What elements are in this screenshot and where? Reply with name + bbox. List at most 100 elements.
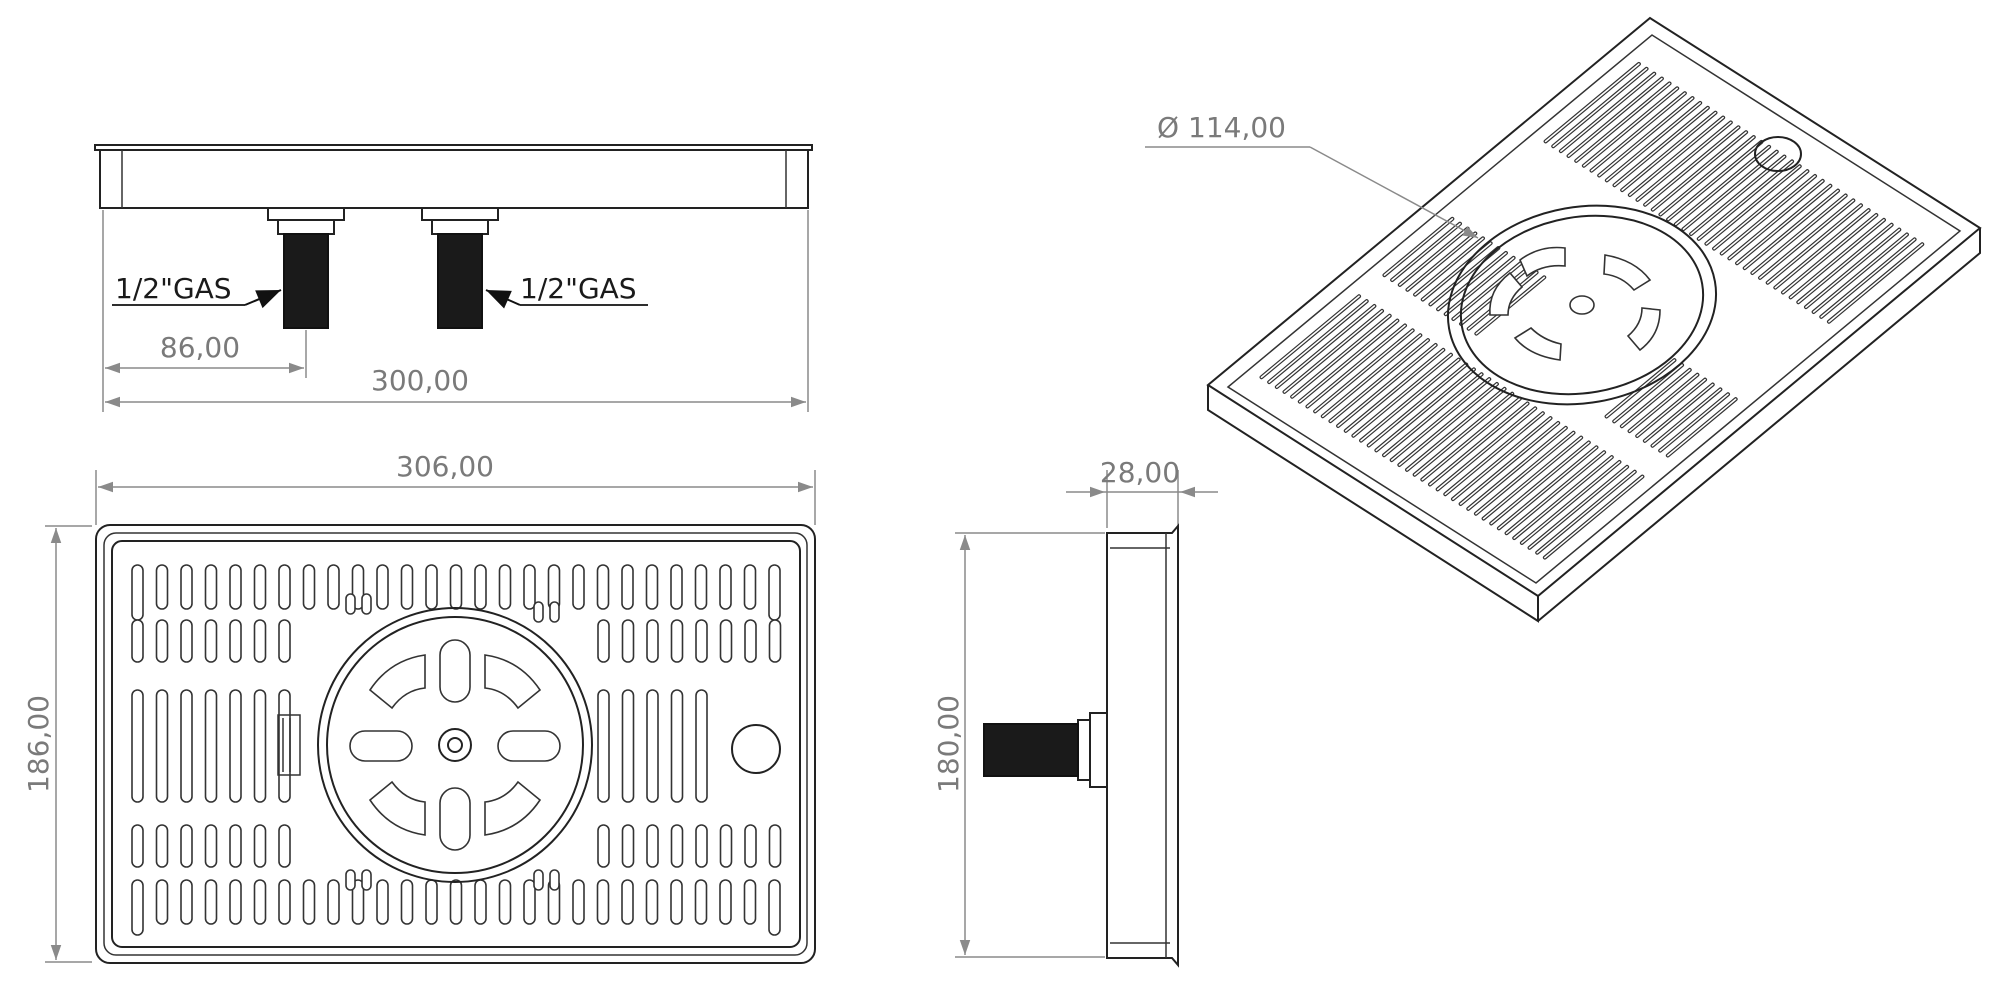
grate-slot xyxy=(597,824,610,868)
grate-slot xyxy=(670,824,684,868)
grate-slot xyxy=(744,619,757,663)
dimension-depth: 180,00 xyxy=(932,532,1105,958)
grate-slot xyxy=(597,689,610,803)
front-view: 1/2"GAS 1/2"GAS 86,00 300,00 xyxy=(94,144,813,412)
iso-slot xyxy=(1314,329,1414,413)
dimension-width-value: 186,00 xyxy=(22,695,55,793)
grate-slot xyxy=(719,879,732,925)
grate-slot xyxy=(621,879,634,925)
iso-slot xyxy=(1367,363,1468,447)
grate-slot xyxy=(596,564,610,610)
grate-slot xyxy=(670,564,683,610)
grate-slot xyxy=(694,564,708,610)
grate-slot xyxy=(155,689,169,803)
iso-slot xyxy=(1667,141,1763,221)
iso-slot xyxy=(1575,82,1671,162)
grate-slot xyxy=(670,879,683,925)
iso-slot xyxy=(1598,97,1694,177)
grate-slot xyxy=(376,564,389,610)
grate-slot xyxy=(719,619,733,663)
dimension-pitch: 86,00 xyxy=(102,210,307,412)
grate-slot xyxy=(474,879,487,925)
grate-slot xyxy=(155,824,169,868)
iso-slot xyxy=(1521,461,1621,544)
dimension-width: 186,00 xyxy=(22,525,92,963)
iso-slot xyxy=(1452,417,1552,500)
grate-slot xyxy=(180,879,193,925)
dimension-depth-value: 180,00 xyxy=(932,695,965,793)
iso-slot xyxy=(1606,102,1701,182)
iso-slot xyxy=(1436,407,1536,491)
grate-slot xyxy=(204,619,218,663)
grate-slot xyxy=(229,564,242,610)
iso-slot xyxy=(1828,243,1924,323)
iso-slot xyxy=(1636,378,1706,437)
iso-slot xyxy=(1283,310,1383,393)
iso-slot xyxy=(1444,412,1544,496)
side-view: 28,00 180,00 xyxy=(932,456,1218,968)
side-body xyxy=(1106,523,1179,968)
grate-slot xyxy=(131,824,144,868)
iso-drain xyxy=(1446,204,1718,406)
grate-slot xyxy=(131,564,144,621)
iso-slot xyxy=(1751,194,1847,274)
iso-slot xyxy=(1383,373,1483,457)
fitting-shadow xyxy=(277,714,301,776)
grate-slot xyxy=(425,564,438,610)
grate-slot xyxy=(572,564,585,610)
iso-slot xyxy=(1644,126,1740,206)
grate-slot xyxy=(400,879,414,925)
iso-slot xyxy=(1629,116,1724,196)
iso-slot xyxy=(1291,314,1391,398)
iso-slot xyxy=(1475,431,1575,515)
iso-slot xyxy=(1659,136,1755,216)
grate-slots xyxy=(131,564,782,936)
iso-slot xyxy=(1299,319,1399,403)
iso-slot xyxy=(1789,219,1885,299)
grate-slot xyxy=(572,879,585,925)
iso-slot xyxy=(1651,388,1722,447)
grate-slot xyxy=(180,824,193,868)
iso-slot xyxy=(1567,77,1663,157)
grate-slot xyxy=(498,564,512,610)
iso-slot xyxy=(1360,358,1460,442)
grate-slot xyxy=(695,619,708,663)
iso-slot xyxy=(1544,475,1644,559)
grate-slot xyxy=(253,619,267,663)
grate-slot xyxy=(768,824,782,868)
grate-slot xyxy=(180,564,193,610)
grate-slot xyxy=(278,824,291,868)
grate-slot xyxy=(131,619,144,663)
iso-slot xyxy=(1406,388,1506,471)
iso-slot xyxy=(1705,165,1801,245)
iso-slot xyxy=(1613,107,1709,187)
grate-slot xyxy=(253,879,267,925)
iso-slot xyxy=(1674,146,1770,226)
grate-slot xyxy=(204,689,218,803)
grate-slot xyxy=(253,824,267,868)
drain-grate xyxy=(317,607,593,883)
grate-slot xyxy=(523,564,536,610)
iso-slot xyxy=(1652,131,1747,211)
iso-slot xyxy=(1766,204,1862,284)
iso-slot xyxy=(1390,378,1491,461)
iso-slot xyxy=(1644,383,1714,442)
grate-slot xyxy=(351,879,365,925)
grate-slot xyxy=(229,824,242,868)
iso-slot xyxy=(1498,446,1598,530)
iso-slot xyxy=(1583,87,1678,167)
fitting-left xyxy=(267,207,345,329)
iso-slot xyxy=(1398,383,1498,466)
iso-slot xyxy=(1429,402,1529,486)
grate-slot xyxy=(155,564,169,610)
grate-slot xyxy=(155,619,169,663)
grate-slot xyxy=(278,619,291,663)
grate-slot xyxy=(131,689,144,803)
side-fitting xyxy=(983,712,1108,788)
iso-slot xyxy=(1590,92,1686,172)
iso-slot xyxy=(1421,397,1521,481)
grate-slot xyxy=(400,564,414,610)
grate-slot xyxy=(278,564,291,610)
iso-slot xyxy=(1398,227,1469,286)
grate-slot xyxy=(253,689,267,803)
